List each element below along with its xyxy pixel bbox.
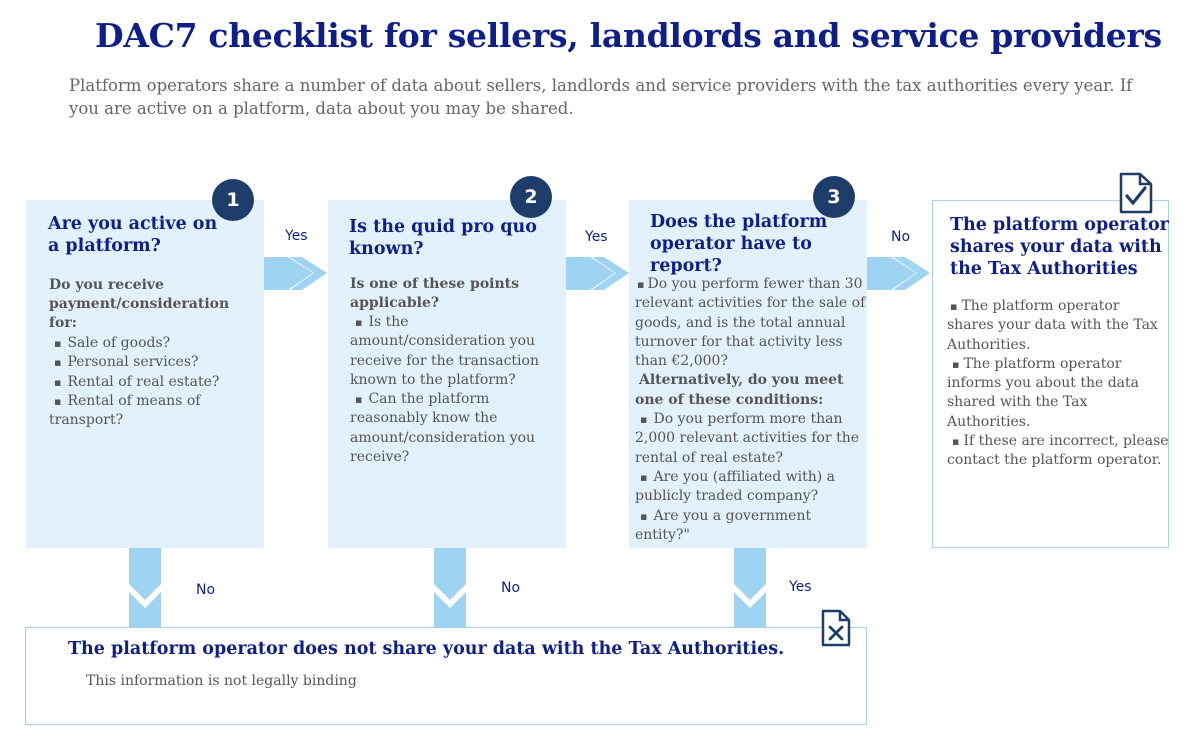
list-item: Alternatively, do you meet xyxy=(639,372,844,389)
yes-arrow-2-tip xyxy=(592,257,629,290)
list-item: ▪The platform operator xyxy=(952,355,1122,372)
list-item: relevant activities for the sale of xyxy=(635,295,866,312)
list-item: 2,000 relevant activities for the xyxy=(635,430,859,447)
document-cross-icon xyxy=(821,609,851,647)
outcome-share-list: ▪The platform operator shares your data … xyxy=(947,297,1169,471)
outcome-share-box xyxy=(932,200,1169,548)
yes-arrow-1-tip xyxy=(290,257,327,290)
document-check-icon xyxy=(1119,172,1153,214)
list-item: turnover for that activity less xyxy=(635,333,843,350)
no-arrow-2-tip xyxy=(434,592,466,627)
no-arrow-1 xyxy=(129,548,161,600)
list-item: publicly traded company? xyxy=(635,488,819,505)
outcome-no-share-box xyxy=(25,627,867,725)
no-label-2: No xyxy=(501,580,521,596)
yes-label-3: Yes xyxy=(789,579,812,595)
yes-label-2: Yes xyxy=(585,229,608,245)
list-item: receive? xyxy=(350,449,410,466)
page-title: DAC7 checklist for sellers, landlords an… xyxy=(95,16,1162,55)
yes-arrow-3 xyxy=(734,548,766,600)
list-item: ▪Do you perform fewer than 30 xyxy=(637,276,863,292)
no-label-1: No xyxy=(196,582,216,598)
step-3-badge: 3 xyxy=(813,176,855,218)
list-item: one of these conditions: xyxy=(635,391,824,408)
list-item: ▪Are you a government xyxy=(640,507,812,524)
step-1-box xyxy=(26,200,264,548)
list-item: reasonably know the xyxy=(350,410,498,427)
yes-arrow-2 xyxy=(566,257,615,290)
step-1-list: ▪Sale of goods? ▪Personal services? ▪Ren… xyxy=(49,334,219,430)
no-arrow-2 xyxy=(434,548,466,600)
yes-label-1: Yes xyxy=(285,228,308,244)
list-item: ▪Personal services? xyxy=(54,354,199,371)
step-3-box xyxy=(629,200,867,548)
step-2-box xyxy=(328,200,566,548)
list-item: ▪If these are incorrect, please xyxy=(952,433,1169,450)
list-item: shared with the Tax xyxy=(947,394,1088,411)
list-item: Authorities. xyxy=(947,336,1031,353)
list-item: shares your data with the Tax xyxy=(947,317,1158,334)
list-item: ▪The platform operator xyxy=(950,298,1120,314)
list-item: ▪Sale of goods? xyxy=(54,335,171,351)
list-item: transport? xyxy=(49,412,124,429)
list-item: ▪Rental of real estate? xyxy=(54,373,220,390)
list-item: receive for the transaction xyxy=(350,352,539,369)
yes-arrow-1 xyxy=(264,257,313,290)
page-subtitle: Platform operators share a number of dat… xyxy=(69,76,1133,118)
step-2-list: ▪Is the amount/consideration you receive… xyxy=(350,313,539,467)
step-3-list: ▪Do you perform fewer than 30 relevant a… xyxy=(635,275,865,545)
list-item: ▪Are you (affiliated with) a xyxy=(640,468,836,485)
list-item: amount/consideration you xyxy=(350,429,536,446)
no-arrow-1-tip xyxy=(129,592,161,627)
outcome-no-share-title: The platform operator does not share you… xyxy=(68,639,785,659)
list-item: ▪Can the platform xyxy=(355,391,490,408)
list-item: known to the platform? xyxy=(350,371,516,388)
list-item: contact the platform operator. xyxy=(947,452,1162,469)
disclaimer-note: This information is not legally binding xyxy=(86,673,357,689)
list-item: ▪Do you perform more than xyxy=(640,411,843,428)
list-item: ▪Is the xyxy=(355,314,409,330)
list-item: entity?" xyxy=(635,526,690,543)
no-arrow-3-tip xyxy=(893,257,930,290)
step-2-badge: 2 xyxy=(510,176,552,218)
yes-arrow-3-tip xyxy=(734,592,766,627)
no-arrow-3 xyxy=(867,257,916,290)
list-item: rental of real estate? xyxy=(635,449,784,466)
list-item: ▪Rental of means of xyxy=(54,392,201,409)
list-item: goods, and is the total annual xyxy=(635,314,846,331)
list-item: amount/consideration you xyxy=(350,333,536,350)
step-1-badge: 1 xyxy=(212,179,254,221)
list-item: than €2,000? xyxy=(635,353,728,370)
no-label-3: No xyxy=(891,229,911,245)
list-item: informs you about the data xyxy=(947,375,1140,392)
list-item: Authorities. xyxy=(947,413,1031,430)
